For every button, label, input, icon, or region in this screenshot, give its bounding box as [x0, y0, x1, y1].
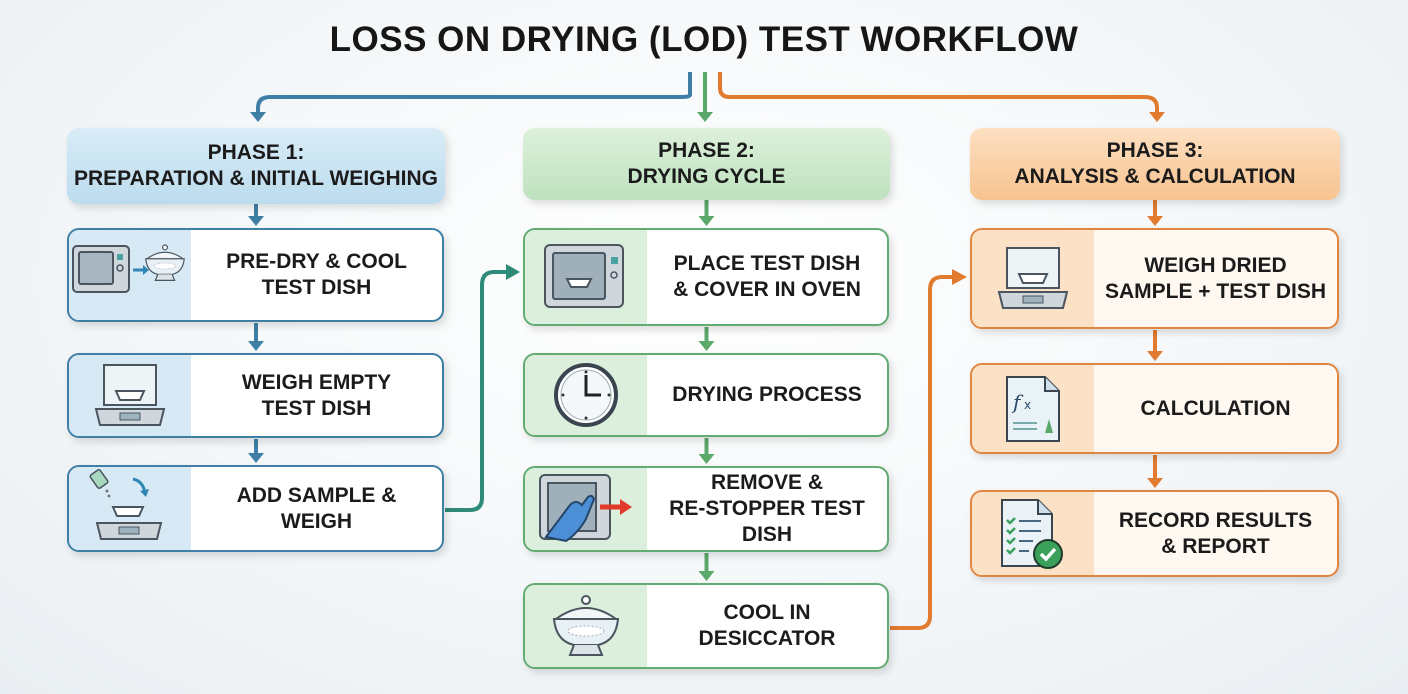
phase-number: PHASE 1:: [207, 141, 305, 164]
step-arrow: [698, 327, 715, 351]
step-label: ADD SAMPLE & WEIGH: [236, 483, 397, 533]
phase-2-header: PHASE 2: DRYING CYCLE: [523, 128, 890, 200]
title-to-phase-3-arrow: [718, 72, 1165, 122]
step-label: DRYING PROCESS: [672, 383, 862, 406]
step-arrow: [698, 553, 715, 581]
step-box: PLACE TEST DISH & COVER IN OVEN: [523, 228, 889, 326]
step-label: PRE-DRY & COOL TEST DISH: [226, 250, 407, 299]
phase-1-header-arrow: [248, 204, 264, 226]
diagram-title: LOSS ON DRYING (LOD) TEST WORKFLOW: [329, 20, 1079, 59]
step-label: COOL IN DESICCATOR: [698, 601, 836, 650]
step-box: COOL IN DESICCATOR: [523, 583, 889, 669]
step-label: PLACE TEST DISH & COVER IN OVEN: [673, 252, 861, 301]
step-box: WEIGH EMPTY TEST DISH: [67, 353, 444, 438]
desiccator-icon: [525, 585, 647, 667]
title-to-phase-1-arrow: [250, 72, 692, 122]
checklist-report-icon: [972, 492, 1094, 575]
step-arrow: [248, 439, 264, 463]
balance-icon: [69, 355, 191, 436]
phase-number: PHASE 3:: [1106, 139, 1204, 162]
oven-icon: [525, 230, 647, 324]
step-label: RECORD RESULTS & REPORT: [1118, 508, 1313, 558]
step-label: REMOVE & RE-STOPPER TEST DISH: [669, 471, 865, 546]
phase-2-to-phase-3-arrow: [890, 269, 967, 630]
phase-3-header: PHASE 3: ANALYSIS & CALCULATION: [970, 128, 1340, 200]
add-sample-balance-icon: [69, 467, 191, 550]
phase-title: DRYING CYCLE: [627, 165, 786, 188]
step-label: WEIGH EMPTY TEST DISH: [241, 370, 392, 420]
phase-title: ANALYSIS & CALCULATION: [1014, 165, 1296, 188]
step-arrow: [248, 323, 264, 351]
phase-1-to-phase-2-arrow: [445, 264, 520, 512]
step-box: WEIGH DRIED SAMPLE + TEST DISH: [970, 228, 1339, 329]
phase-number: PHASE 2:: [658, 139, 755, 162]
title-to-phase-2-arrow: [697, 72, 713, 122]
step-box: PRE-DRY & COOL TEST DISH: [67, 228, 444, 322]
step-box: RECORD RESULTS & REPORT: [970, 490, 1339, 577]
svg-text:x: x: [1024, 398, 1031, 412]
phase-1-header: PHASE 1: PREPARATION & INITIAL WEIGHING: [67, 128, 445, 204]
oven-to-desiccator-icon: [69, 230, 191, 320]
step-arrow: [698, 438, 715, 464]
clock-icon: [525, 355, 647, 435]
step-box: ADD SAMPLE & WEIGH: [67, 465, 444, 552]
step-arrow: [1147, 330, 1163, 361]
step-arrow: [1147, 455, 1163, 488]
step-label: CALCULATION: [1140, 396, 1291, 420]
step-box: REMOVE & RE-STOPPER TEST DISH: [523, 466, 889, 552]
step-box: DRYING PROCESS: [523, 353, 889, 437]
phase-2-header-arrow: [698, 200, 715, 226]
gloved-hand-oven-icon: [525, 468, 647, 550]
phase-3-header-arrow: [1147, 200, 1163, 226]
balance-icon: [972, 230, 1094, 327]
phase-title: PREPARATION & INITIAL WEIGHING: [73, 167, 438, 190]
step-label: WEIGH DRIED SAMPLE + TEST DISH: [1104, 253, 1327, 303]
